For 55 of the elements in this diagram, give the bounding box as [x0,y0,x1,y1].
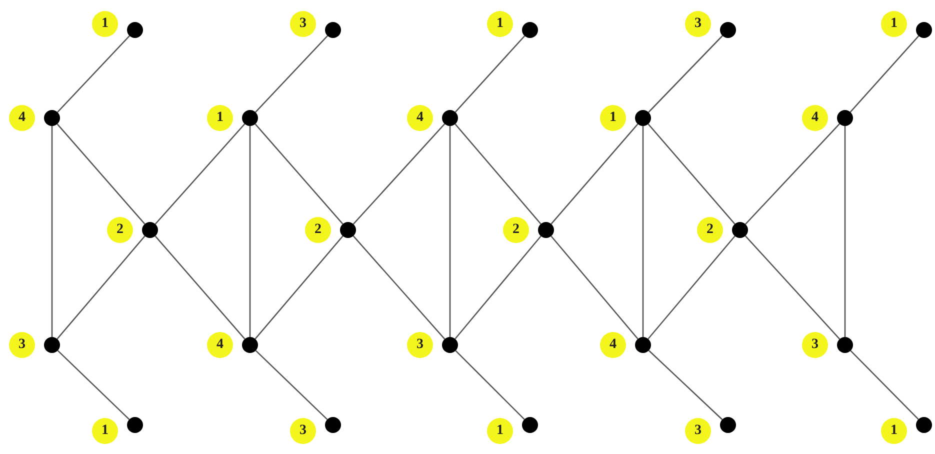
graph-edge [56,236,146,340]
vertex-label: 3 [685,418,711,444]
vertex-label: 4 [207,332,233,358]
graph-edge [449,126,451,337]
vertex-label: 1 [207,105,233,131]
graph-edge [550,236,638,340]
vertex-label: 4 [600,332,626,358]
vertex-label: 3 [9,332,35,358]
graph-edge [56,124,146,224]
vertex-label: 3 [685,11,711,37]
graph-edge [850,350,919,420]
vertex-label: 3 [290,418,316,444]
vertex-label: 3 [407,332,433,358]
graph-edge [352,123,446,225]
graph-edge [51,126,53,337]
vertex-label: 1 [487,418,513,444]
vertex-label: 4 [407,105,433,131]
graph-edge [454,35,526,113]
graph-edge [254,236,344,340]
graph-edge [454,236,542,340]
graph-edge [648,350,723,420]
vertex-label: 1 [487,11,513,37]
graph-edge [254,124,344,224]
vertex-label: 4 [802,105,828,131]
graph-edge [642,126,644,337]
vertex-label: 1 [600,105,626,131]
vertex-label: 1 [92,11,118,37]
vertex-label: 2 [697,217,723,243]
vertex-label: 3 [290,11,316,37]
graph-edge [57,350,130,420]
graph-edge [249,126,251,337]
graph-edge [352,236,446,340]
graph-edge [745,123,840,225]
vertex-label: 1 [881,418,907,444]
vertex-label: 2 [107,217,133,243]
graph-edge [744,235,840,340]
vertex-label: 1 [92,418,118,444]
vertex-label: 2 [503,217,529,243]
graph-edge [255,35,328,113]
graph-edge [154,236,246,340]
graph-edge [648,124,736,224]
graph-edge [454,124,542,224]
vertex-label: 2 [305,217,331,243]
graph-edge [154,124,246,224]
graph-edge [648,35,723,113]
graph-edge [648,236,736,340]
graph-edge [850,36,920,112]
graph-edge [844,126,846,337]
vertex-label: 1 [881,11,907,37]
graph-edge [57,35,130,113]
graph-edge [255,350,328,420]
graph-edge [550,124,638,224]
vertex-label: 3 [802,332,828,358]
graph-edge [455,350,525,420]
vertex-label: 4 [9,105,35,131]
